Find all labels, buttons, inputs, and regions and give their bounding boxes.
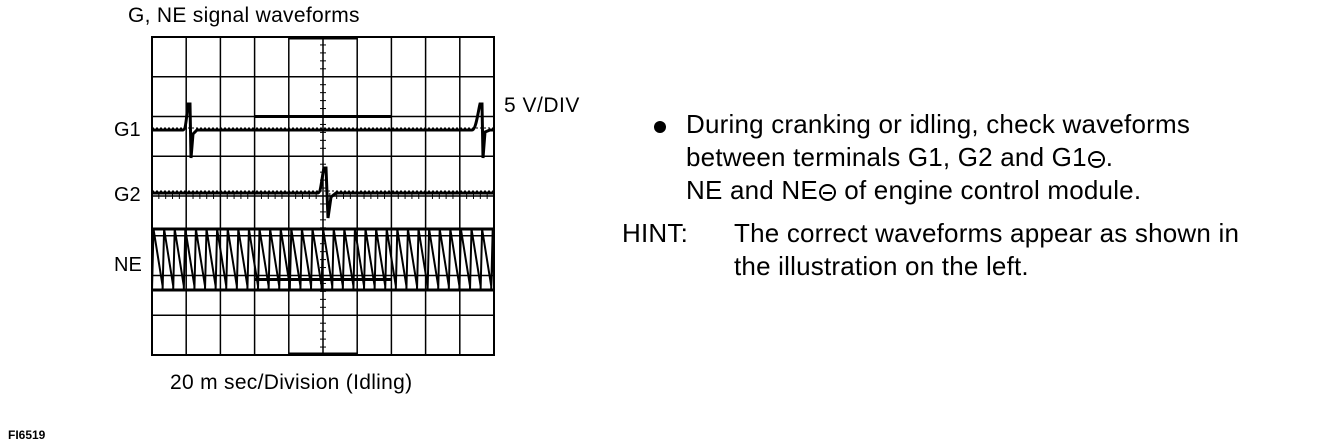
vertical-scale-label: 5 V/DIV — [504, 94, 580, 117]
hint-line-2: the illustration on the left. — [734, 251, 1029, 281]
minus-terminal-icon — [818, 184, 836, 201]
hint-line-1: The correct waveforms appear as shown in — [734, 218, 1240, 248]
waveform-traces — [151, 102, 495, 292]
bullet-icon — [654, 121, 666, 133]
g2-waveform — [152, 166, 494, 219]
ne-waveform — [151, 228, 495, 291]
waveform-figure: G, NE signal waveforms G1 G2 NE 5 V/DIV … — [0, 0, 620, 446]
bullet-line-3: NE and NE of engine control module. — [686, 174, 1338, 207]
minus-terminal-icon — [1087, 151, 1105, 168]
hint-label: HINT: — [622, 218, 688, 248]
figure-id: FI6519 — [8, 428, 46, 442]
instruction-notes: During cranking or idling, check wavefor… — [608, 108, 1338, 283]
bullet-item: During cranking or idling, check wavefor… — [608, 108, 1338, 207]
oscilloscope-grid — [151, 36, 495, 356]
g1-waveform — [152, 102, 494, 159]
hint-item: HINT: The correct waveforms appear as sh… — [608, 217, 1338, 283]
trace-label-g1: G1 — [114, 119, 141, 141]
bullet-line-2: between terminals G1, G2 and G1. — [686, 141, 1338, 174]
figure-title: G, NE signal waveforms — [128, 4, 360, 27]
bullet-line-2-text: between terminals G1, G2 and G1 — [686, 142, 1087, 172]
trace-label-g2: G2 — [114, 184, 141, 206]
bullet-line-3-suffix: of engine control module. — [836, 175, 1142, 205]
bullet-line-1: During cranking or idling, check wavefor… — [686, 109, 1191, 139]
bullet-line-2-suffix: . — [1105, 142, 1114, 172]
time-scale-label: 20 m sec/Division (Idling) — [170, 371, 413, 394]
trace-label-ne: NE — [114, 254, 142, 276]
bullet-line-3-text: NE and NE — [686, 175, 818, 205]
oscilloscope-display — [151, 36, 495, 356]
